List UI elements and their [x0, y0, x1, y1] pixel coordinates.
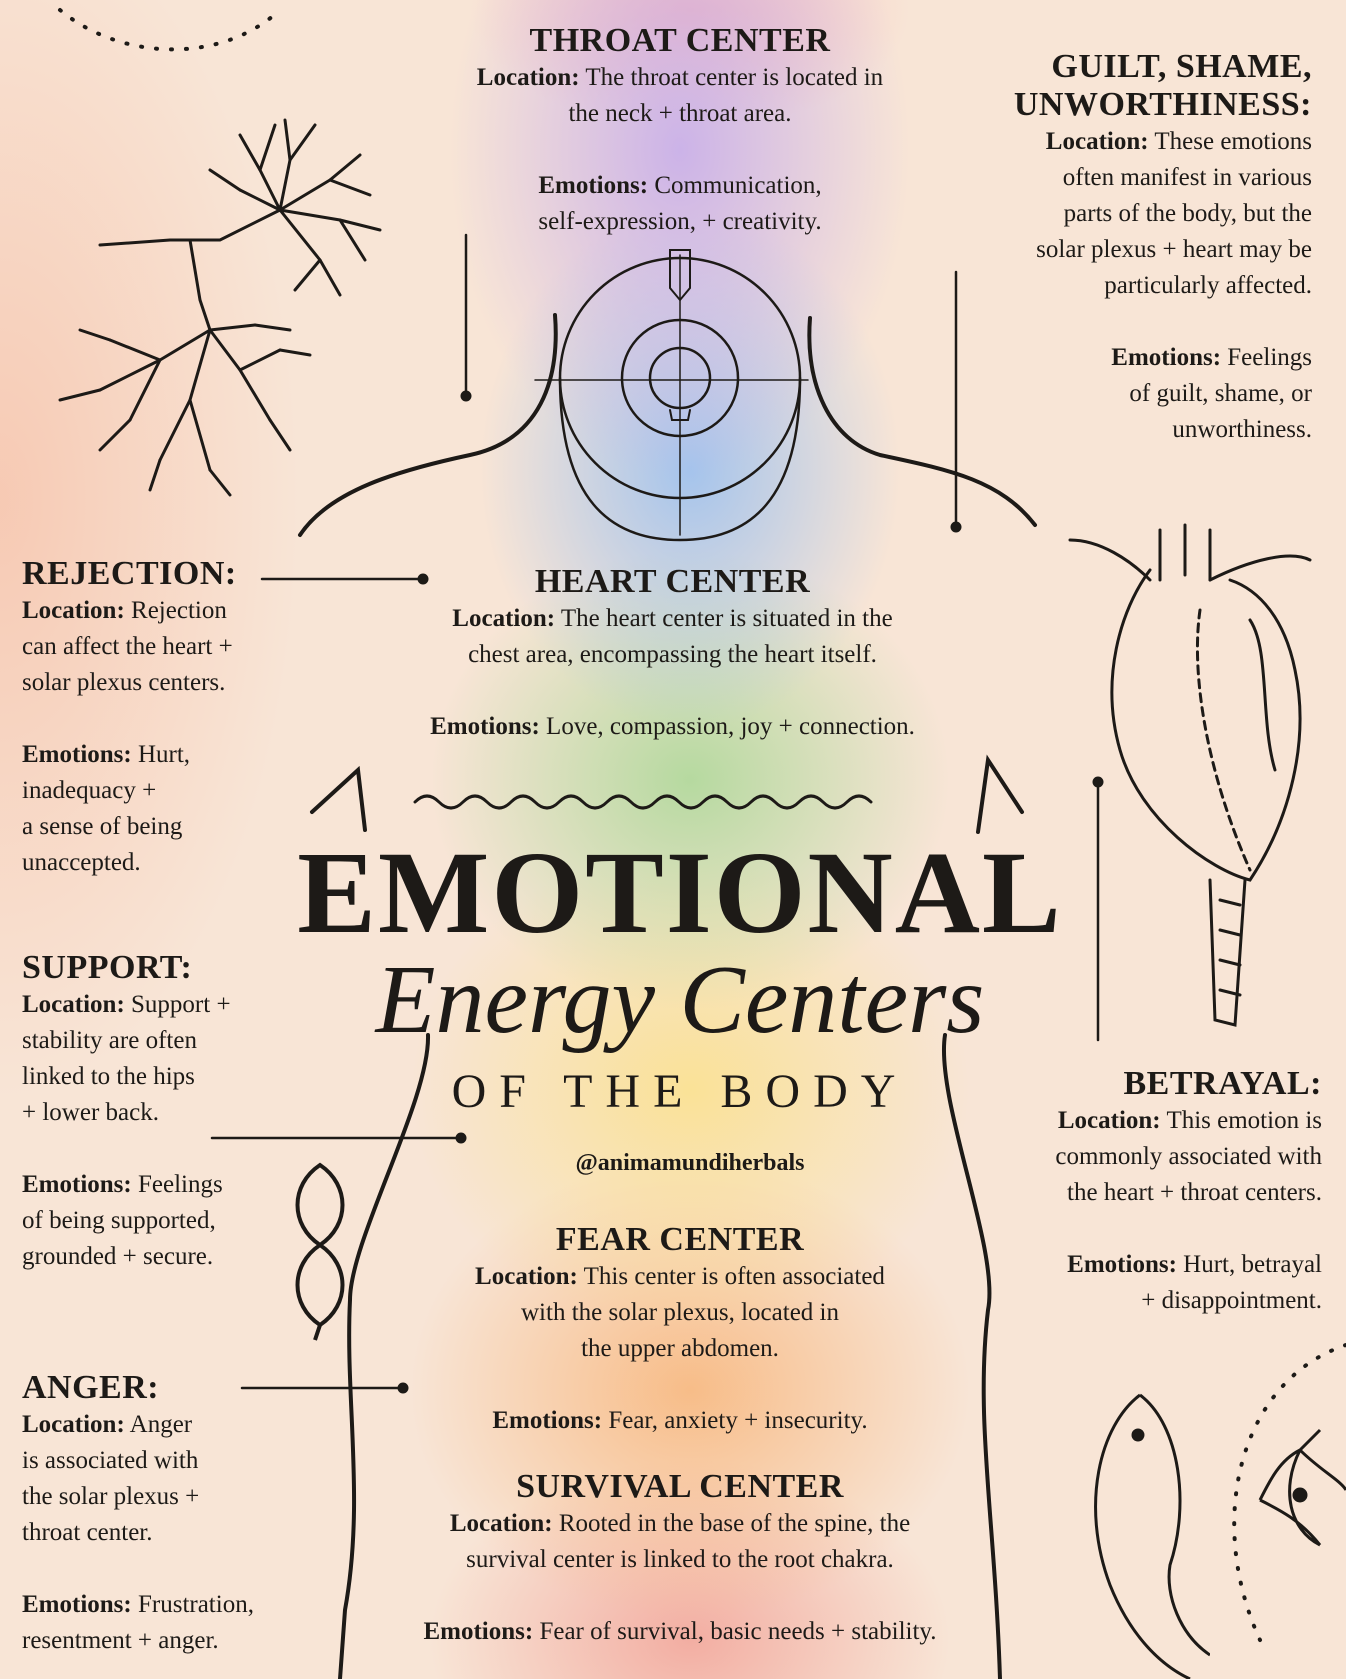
- cell-icon: [1258, 1428, 1346, 1547]
- support-emotions: Feelings: [137, 1171, 223, 1198]
- throat-emotions: Communication,: [654, 172, 822, 199]
- emotions-label: Emotions:: [22, 1171, 132, 1198]
- emotions-label: Emotions:: [492, 1407, 603, 1434]
- guilt-heading: GUILT, SHAME,: [1051, 48, 1312, 85]
- guilt-emotions: of guilt, shame, or: [1129, 380, 1312, 407]
- heart-anatomy-icon: [1068, 523, 1312, 1027]
- rejection-location: solar plexus centers.: [22, 669, 226, 696]
- support-section: SUPPORT: Location: Support + stability a…: [22, 949, 322, 1275]
- main-title: EMOTIONAL: [297, 827, 1063, 958]
- main-subtitle: Energy Centers: [375, 946, 985, 1054]
- social-handle: @animamundiherbals: [575, 1150, 805, 1176]
- heart-center-section: HEART CENTER Location: The heart center …: [360, 563, 985, 745]
- support-location: linked to the hips: [22, 1063, 195, 1090]
- anger-emotions: resentment + anger.: [22, 1627, 219, 1654]
- survival-center-section: SURVIVAL CENTER Location: Rooted in the …: [360, 1468, 1000, 1650]
- emotions-label: Emotions:: [538, 172, 649, 199]
- emotions-label: Emotions:: [1111, 344, 1222, 371]
- heart-location: chest area, encompassing the heart itsel…: [468, 641, 877, 668]
- location-label: Location:: [452, 605, 556, 632]
- anger-section: ANGER: Location: Anger is associated wit…: [22, 1369, 342, 1659]
- fear-location: the upper abdomen.: [581, 1335, 779, 1362]
- location-label: Location:: [22, 597, 125, 624]
- support-location: stability are often: [22, 1027, 197, 1054]
- knot-icon: [295, 1162, 345, 1341]
- betrayal-emotions: + disappointment.: [1141, 1287, 1322, 1314]
- rejection-location: can affect the heart +: [22, 633, 233, 660]
- location-label: Location:: [476, 64, 580, 91]
- location-label: Location:: [449, 1510, 553, 1537]
- betrayal-location: This emotion is: [1166, 1107, 1322, 1134]
- betrayal-location: commonly associated with: [1055, 1143, 1322, 1170]
- fear-emotions: Fear, anxiety + insecurity.: [608, 1407, 868, 1434]
- survival-emotions: Fear of survival, basic needs + stabilit…: [539, 1618, 937, 1645]
- emotions-label: Emotions:: [22, 1591, 132, 1618]
- support-emotions: of being supported,: [22, 1207, 216, 1234]
- rejection-heading: REJECTION:: [22, 555, 237, 592]
- heart-location: The heart center is situated in the: [560, 605, 893, 632]
- snake-icon: [1094, 1393, 1210, 1679]
- rejection-emotions: a sense of being: [22, 813, 183, 840]
- fear-location: with the solar plexus, located in: [521, 1299, 839, 1326]
- throat-location: the neck + throat area.: [568, 100, 792, 127]
- betrayal-heading: BETRAYAL:: [1123, 1065, 1322, 1102]
- anger-heading: ANGER:: [22, 1369, 160, 1406]
- anger-emotions: Frustration,: [137, 1591, 254, 1618]
- betrayal-emotions: Hurt, betrayal: [1183, 1251, 1322, 1278]
- support-location: Support +: [131, 991, 231, 1018]
- location-label: Location:: [22, 991, 125, 1018]
- location-label: Location:: [1045, 128, 1149, 155]
- guilt-location: These emotions: [1154, 128, 1312, 155]
- rejection-section: REJECTION: Location: Rejection can affec…: [22, 555, 322, 881]
- coral-icon: [58, 118, 382, 497]
- fear-location: This center is often associated: [583, 1263, 885, 1290]
- location-label: Location:: [475, 1263, 578, 1290]
- betrayal-section: BETRAYAL: Location: This emotion is comm…: [962, 1065, 1322, 1319]
- emotions-label: Emotions:: [430, 713, 540, 740]
- throat-center-section: THROAT CENTER Location: The throat cente…: [400, 22, 960, 240]
- heart-emotions: Love, compassion, joy + connection.: [546, 713, 915, 740]
- anger-location: is associated with: [22, 1447, 199, 1474]
- survival-location: survival center is linked to the root ch…: [466, 1546, 894, 1573]
- fear-center-section: FEAR CENTER Location: This center is oft…: [400, 1221, 960, 1439]
- guilt-location: often manifest in various: [1062, 164, 1312, 191]
- support-emotions: grounded + secure.: [22, 1243, 214, 1270]
- guilt-heading: UNWORTHINESS:: [1013, 86, 1312, 123]
- emotions-label: Emotions:: [423, 1618, 534, 1645]
- survival-location: Rooted in the base of the spine, the: [558, 1510, 911, 1537]
- betrayal-location: the heart + throat centers.: [1067, 1179, 1322, 1206]
- rejection-location: Rejection: [131, 597, 227, 624]
- guilt-emotions: Feelings: [1227, 344, 1312, 371]
- throat-emotions: self-expression, + creativity.: [538, 208, 822, 235]
- throat-location: The throat center is located in: [585, 64, 884, 91]
- support-location: + lower back.: [22, 1099, 159, 1126]
- location-label: Location:: [22, 1411, 125, 1438]
- title-tagline: OF THE BODY: [451, 1065, 909, 1118]
- guilt-section: GUILT, SHAME, UNWORTHINESS: Location: Th…: [960, 48, 1312, 448]
- anger-location: Anger: [129, 1411, 193, 1438]
- survival-heading: SURVIVAL CENTER: [516, 1468, 844, 1505]
- guilt-emotions: unworthiness.: [1172, 416, 1312, 443]
- heart-heading: HEART CENTER: [534, 563, 811, 600]
- rejection-emotions: Hurt,: [137, 741, 191, 768]
- emotions-label: Emotions:: [22, 741, 132, 768]
- support-heading: SUPPORT:: [22, 949, 193, 986]
- location-label: Location:: [1057, 1107, 1161, 1134]
- guilt-location: particularly affected.: [1104, 272, 1312, 299]
- fear-heading: FEAR CENTER: [555, 1221, 805, 1258]
- guilt-location: parts of the body, but the: [1063, 200, 1312, 227]
- throat-heading: THROAT CENTER: [529, 22, 831, 59]
- emotions-label: Emotions:: [1067, 1251, 1177, 1278]
- rejection-emotions: inadequacy +: [22, 777, 157, 804]
- anger-location: throat center.: [22, 1519, 153, 1546]
- anger-location: the solar plexus +: [22, 1483, 200, 1510]
- rejection-emotions: unaccepted.: [22, 849, 141, 876]
- guilt-location: solar plexus + heart may be: [1036, 236, 1312, 263]
